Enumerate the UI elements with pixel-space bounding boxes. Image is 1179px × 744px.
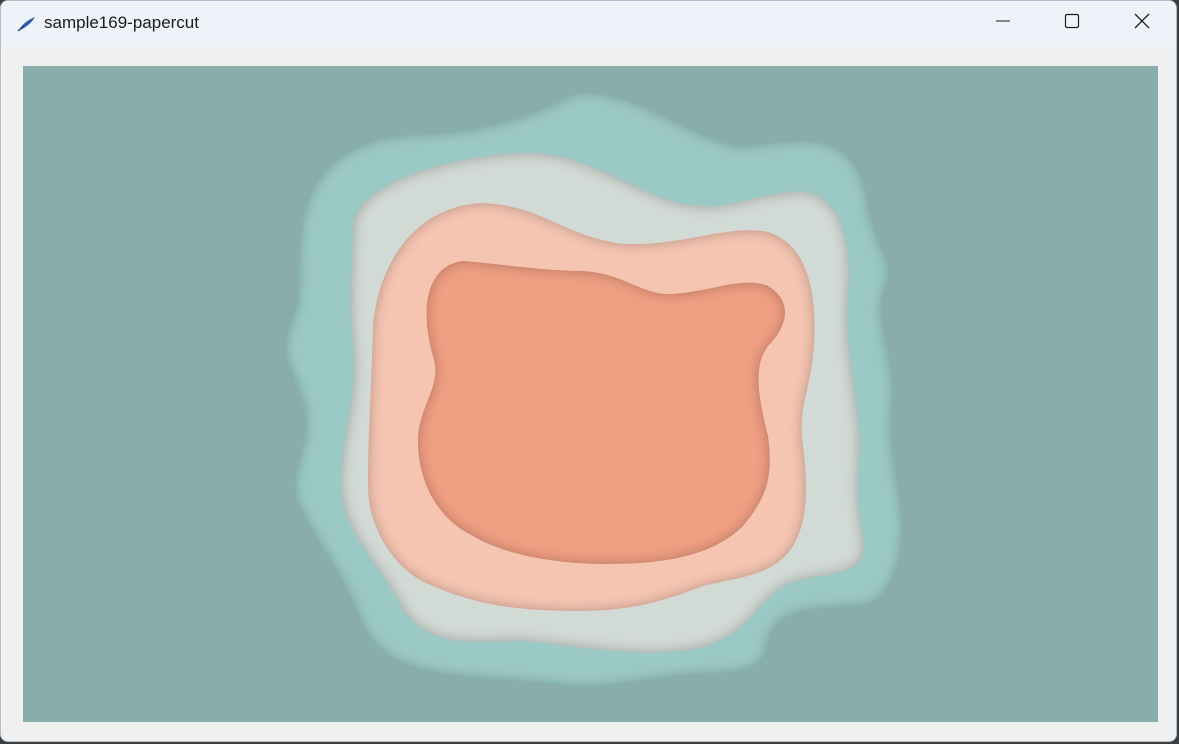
client-area — [2, 46, 1176, 741]
window-title: sample169-papercut — [44, 13, 199, 32]
title-bar[interactable]: sample169-papercut — [1, 1, 1176, 46]
minimize-icon — [995, 13, 1011, 34]
maximize-button[interactable] — [1037, 1, 1107, 46]
papercut-illustration — [23, 66, 1158, 722]
papercut-canvas[interactable] — [23, 66, 1158, 722]
close-button[interactable] — [1107, 1, 1176, 46]
close-icon — [1134, 13, 1150, 34]
papercut-layer-inner — [418, 261, 785, 564]
minimize-button[interactable] — [968, 1, 1038, 46]
maximize-icon — [1064, 13, 1080, 34]
feather-pen-icon — [15, 13, 37, 35]
